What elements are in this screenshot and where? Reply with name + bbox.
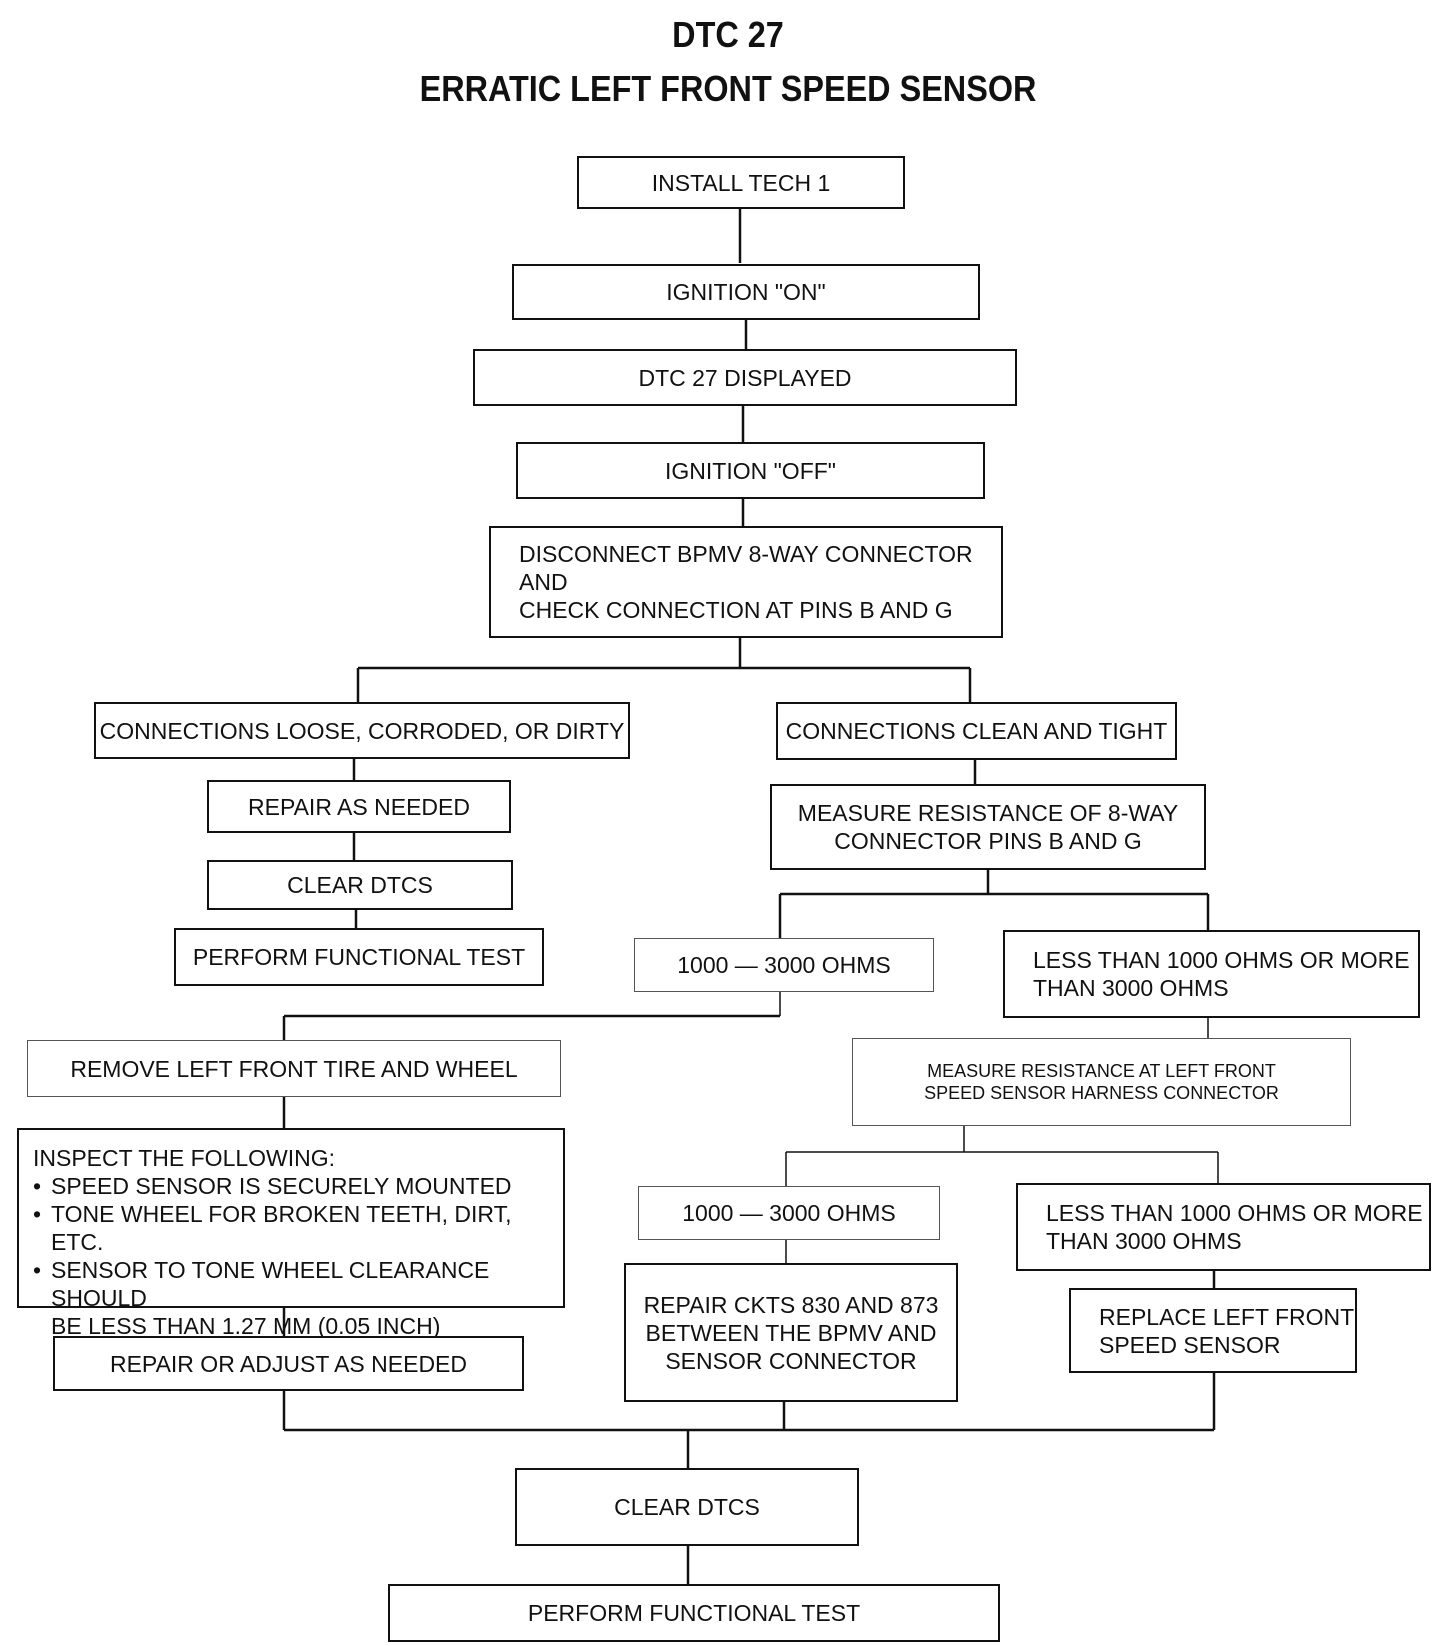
step-perform-test-final: PERFORM FUNCTIONAL TEST: [388, 1584, 1000, 1642]
step-ignition-on: IGNITION "ON": [512, 264, 980, 320]
result-ohms-ok-1: 1000 — 3000 OHMS: [634, 938, 934, 992]
step-remove-tire: REMOVE LEFT FRONT TIRE AND WHEEL: [27, 1040, 561, 1097]
step-ignition-off: IGNITION "OFF": [516, 442, 985, 499]
step-install-tech1: INSTALL TECH 1: [577, 156, 905, 209]
step-repair-ckts: REPAIR CKTS 830 AND 873 BETWEEN THE BPMV…: [624, 1263, 958, 1402]
result-ohms-ok-2: 1000 — 3000 OHMS: [638, 1186, 940, 1240]
step-clear-dtcs-left: CLEAR DTCS: [207, 860, 513, 910]
step-clear-dtcs-final: CLEAR DTCS: [515, 1468, 859, 1546]
step-measure-harness: MEASURE RESISTANCE AT LEFT FRONT SPEED S…: [852, 1038, 1351, 1126]
result-ohms-bad-1: LESS THAN 1000 OHMS OR MORE THAN 3000 OH…: [1003, 930, 1420, 1018]
step-replace-sensor: REPLACE LEFT FRONT SPEED SENSOR: [1069, 1288, 1357, 1373]
inspect-item: SENSOR TO TONE WHEEL CLEARANCE SHOULD: [33, 1256, 553, 1312]
diagram-title-code: DTC 27: [672, 14, 784, 55]
result-connections-loose: CONNECTIONS LOOSE, CORRODED, OR DIRTY: [94, 702, 630, 759]
inspect-item: SPEED SENSOR IS SECURELY MOUNTED: [33, 1172, 553, 1200]
step-dtc27-displayed: DTC 27 DISPLAYED: [473, 349, 1017, 406]
step-disconnect-bpmv: DISCONNECT BPMV 8-WAY CONNECTOR AND CHEC…: [489, 526, 1003, 638]
inspect-item-continuation: BE LESS THAN 1.27 MM (0.05 INCH): [51, 1313, 441, 1339]
step-measure-8way: MEASURE RESISTANCE OF 8-WAY CONNECTOR PI…: [770, 784, 1206, 870]
result-connections-clean: CONNECTIONS CLEAN AND TIGHT: [776, 702, 1177, 760]
inspect-list: SPEED SENSOR IS SECURELY MOUNTED TONE WH…: [33, 1172, 553, 1312]
inspect-item: TONE WHEEL FOR BROKEN TEETH, DIRT, ETC.: [33, 1200, 553, 1256]
result-ohms-bad-2: LESS THAN 1000 OHMS OR MORE THAN 3000 OH…: [1016, 1183, 1431, 1271]
inspect-heading: INSPECT THE FOLLOWING:: [33, 1145, 336, 1171]
step-inspect-following: INSPECT THE FOLLOWING: SPEED SENSOR IS S…: [17, 1128, 565, 1339]
step-repair-adjust: REPAIR OR ADJUST AS NEEDED: [53, 1336, 524, 1391]
step-perform-test-left: PERFORM FUNCTIONAL TEST: [174, 928, 544, 986]
step-repair-as-needed: REPAIR AS NEEDED: [207, 780, 511, 833]
diagram-title: ERRATIC LEFT FRONT SPEED SENSOR: [419, 68, 1037, 109]
